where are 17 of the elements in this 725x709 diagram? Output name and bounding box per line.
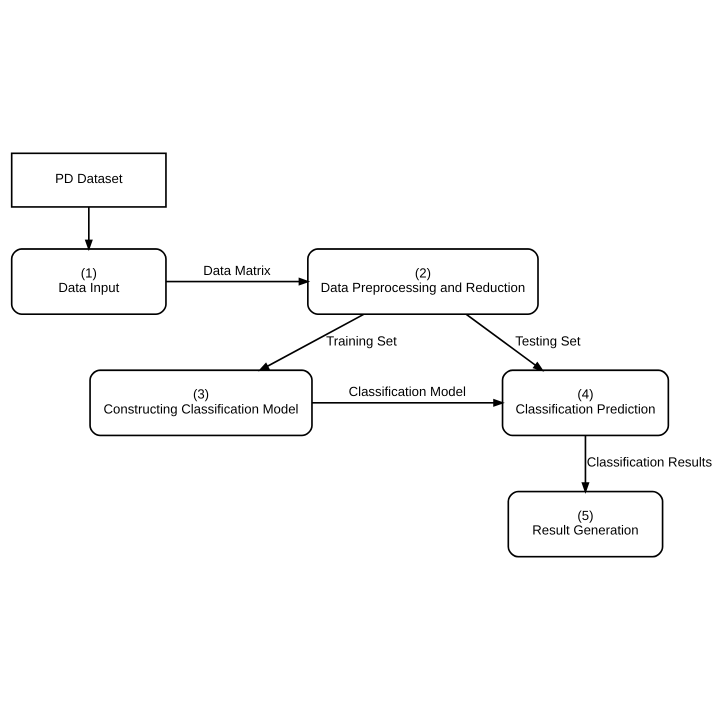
arrow xyxy=(312,398,505,406)
node-box: (5) Result Generation xyxy=(507,490,664,558)
edge-label: Data Matrix xyxy=(203,262,271,278)
arrow xyxy=(581,435,590,494)
arrow xyxy=(258,313,364,371)
node-box: (4) Classification Prediction xyxy=(502,368,670,436)
node-box: PD Dataset xyxy=(10,152,167,208)
node-box: (1) Data Input xyxy=(10,248,167,314)
arrow xyxy=(466,313,544,372)
edge-label: Classification Model xyxy=(348,384,466,399)
node-box: (2) Data Preprocessing and Reduction xyxy=(307,248,539,314)
node-box: (3) Constructing Classification Model xyxy=(89,368,313,436)
edge-label: Training Set xyxy=(326,332,397,348)
arrow xyxy=(166,277,310,286)
arrow xyxy=(84,206,93,251)
edge-label: Classification Results xyxy=(586,454,712,470)
edge-label: Testing Set xyxy=(515,332,581,348)
